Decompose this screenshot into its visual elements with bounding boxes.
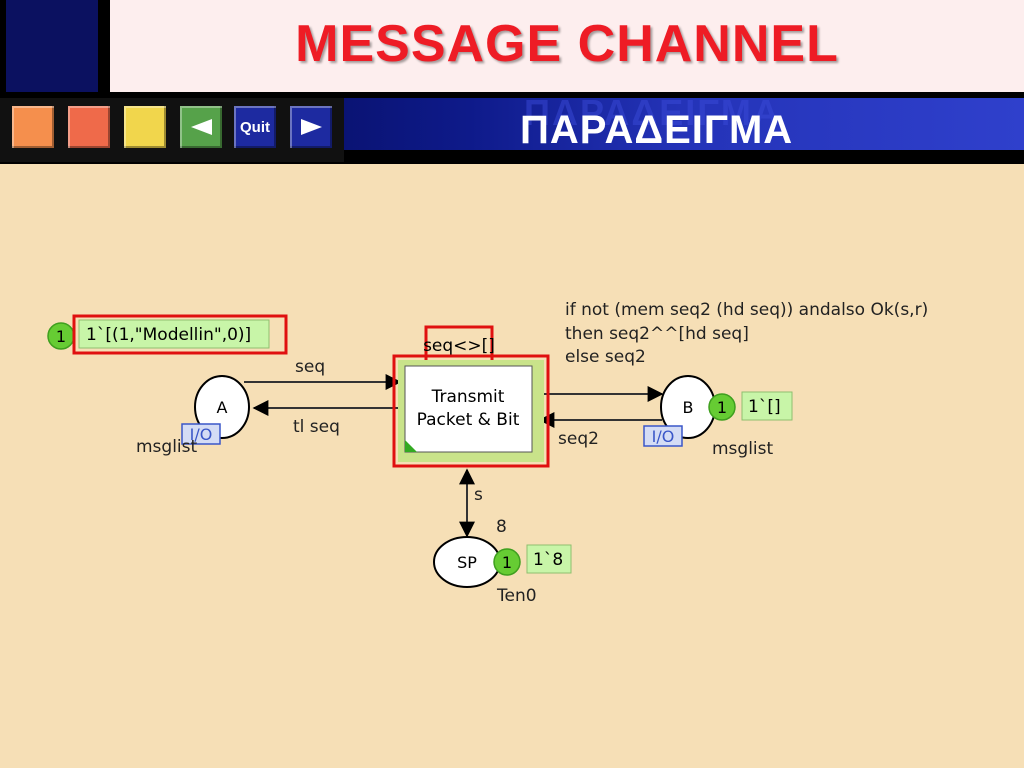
place-b-type: msglist: [712, 439, 774, 459]
arc-label-seq2: seq2: [558, 429, 599, 449]
place-sp-initial: 8: [496, 517, 507, 537]
place-b-token: [708, 393, 736, 421]
place-a-type: msglist: [136, 437, 198, 457]
arc-label-s: s: [474, 485, 483, 505]
arc-expression-line3: else seq2: [565, 347, 646, 367]
arc-label-tl-seq: tl seq: [293, 417, 340, 437]
arc-label-seq: seq: [295, 357, 325, 377]
transition-guard: seq<>[]: [423, 336, 495, 356]
place-b-label: B: [683, 398, 694, 417]
slide-subtitle: ΠΑΡΑΔΕΙΓΜΑ: [520, 108, 794, 152]
corner-inner: [6, 0, 98, 92]
transition-corner-mark: [405, 440, 417, 452]
place-sp-type: Ten0: [496, 586, 537, 606]
subtitle-shadow: ΠΑΡΑΔΕΙΓΜΑ: [524, 92, 781, 133]
place-sp-marking-box: [526, 544, 572, 574]
transition-label-line2: Packet & Bit: [417, 410, 520, 430]
place-b-token-count: 1: [717, 398, 727, 417]
right-triangle-icon: [301, 119, 322, 135]
red-nav-button[interactable]: [68, 106, 110, 148]
transition-highlight: [392, 354, 550, 468]
transition-label-line1: Transmit: [431, 387, 505, 407]
place-a-marking: 1`[(1,"Modellin",0)]: [86, 325, 251, 345]
place-a-marking-box: [78, 319, 270, 349]
previous-button[interactable]: [180, 106, 222, 148]
transition-box: [404, 365, 533, 453]
title-bar: MESSAGE CHANNEL: [110, 0, 1024, 92]
next-button[interactable]: [290, 106, 332, 148]
slide-title: MESSAGE CHANNEL: [295, 15, 839, 73]
place-a-token-count: 1: [56, 327, 66, 346]
arc-expression-line2: then seq2^^[hd seq]: [565, 324, 749, 344]
place-a: [194, 375, 250, 439]
place-a-io-tag: [181, 423, 221, 445]
place-a-io-label: I/O: [190, 425, 213, 444]
place-a-label: A: [217, 398, 228, 417]
place-b-marking-box: [741, 391, 793, 421]
quit-button[interactable]: Quit: [234, 106, 276, 148]
place-b-io-tag: [643, 425, 683, 447]
place-sp-token-count: 1: [502, 553, 512, 572]
place-sp-label: SP: [457, 553, 477, 572]
yellow-nav-button[interactable]: [124, 106, 166, 148]
nav-button-panel: [0, 98, 344, 162]
place-sp-token: [493, 548, 521, 576]
place-sp-marking: 1`8: [533, 550, 563, 570]
orange-nav-button[interactable]: [12, 106, 54, 148]
arc-expression-line1: if not (mem seq2 (hd seq)) andalso Ok(s,…: [565, 300, 928, 320]
place-a-marking-highlight: [72, 314, 288, 355]
place-b-io-label: I/O: [652, 427, 675, 446]
left-triangle-icon: [191, 119, 212, 135]
place-b-marking: 1`[]: [748, 397, 781, 417]
corner-block: [0, 0, 110, 96]
